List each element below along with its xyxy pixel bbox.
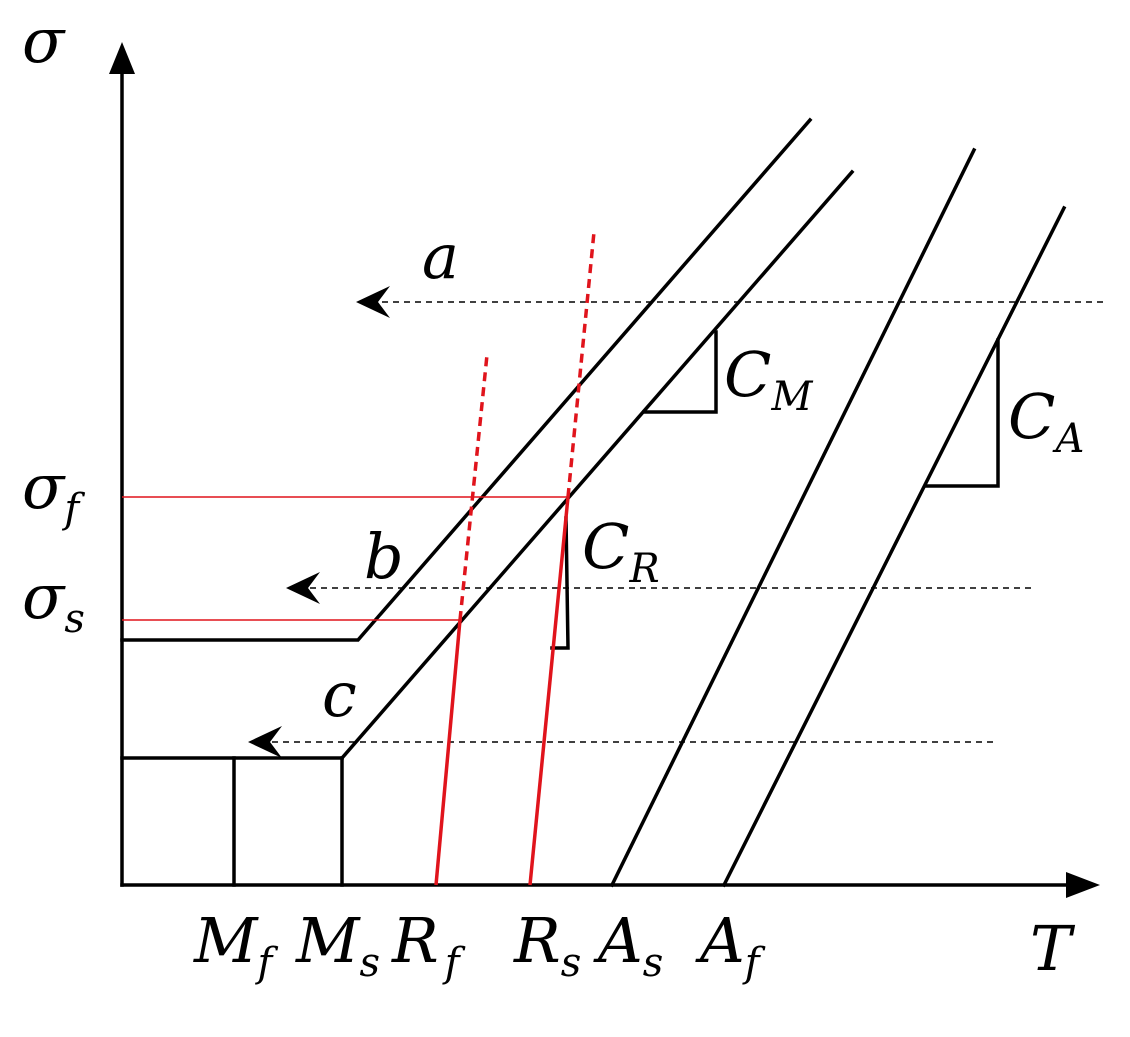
af-sub: f bbox=[742, 940, 766, 986]
cm-main: C bbox=[724, 338, 771, 411]
cr-label: CR bbox=[582, 510, 660, 592]
path-b-label: b bbox=[364, 520, 404, 593]
cr-sub: R bbox=[628, 546, 659, 592]
mf-label: Mf bbox=[193, 904, 278, 986]
upper-martensite-line bbox=[120, 117, 813, 642]
r-phase-lines bbox=[122, 231, 596, 886]
rf-red-line bbox=[434, 619, 462, 886]
ca-slope-triangle bbox=[924, 338, 1000, 488]
path-c-arrowhead bbox=[248, 726, 282, 758]
cm-sub: M bbox=[770, 374, 813, 420]
path-a-arrowhead bbox=[356, 286, 390, 318]
transformation-lines bbox=[120, 117, 1067, 888]
af-label: Af bbox=[695, 904, 766, 986]
y-axis-label: σ bbox=[22, 4, 66, 77]
y-axis-arrowhead bbox=[109, 42, 135, 74]
loading-paths bbox=[248, 286, 1105, 758]
x-axis-arrowhead bbox=[1066, 872, 1100, 898]
as-label: As bbox=[593, 904, 663, 986]
sigma-f-label: σf bbox=[22, 450, 85, 532]
rs-red-dashed-extension bbox=[566, 231, 596, 498]
sigma-f-sub: f bbox=[61, 486, 85, 532]
cr-slope-triangle bbox=[550, 516, 570, 650]
path-a-label: a bbox=[422, 220, 459, 293]
ca-main: C bbox=[1008, 380, 1055, 453]
rf-red-dashed-extension bbox=[458, 354, 489, 621]
ca-label: CA bbox=[1008, 380, 1084, 462]
lower-martensite-line bbox=[339, 169, 855, 761]
slope-triangles bbox=[550, 330, 1000, 650]
mf-main: M bbox=[193, 904, 259, 977]
austenite-finish-line bbox=[721, 205, 1067, 888]
sigma-s-label: σs bbox=[22, 560, 85, 642]
rf-main: R bbox=[391, 904, 439, 977]
ms-main: M bbox=[295, 904, 361, 977]
path-c-label: c bbox=[322, 658, 357, 731]
rs-sub: s bbox=[561, 940, 582, 986]
rf-sub: f bbox=[442, 940, 466, 986]
ms-sub: s bbox=[359, 940, 380, 986]
rs-main: R bbox=[513, 904, 561, 977]
x-axis-label: T bbox=[1030, 912, 1076, 985]
path-b-arrowhead bbox=[286, 572, 320, 604]
cm-slope-triangle bbox=[642, 330, 718, 414]
martensite-boxes bbox=[120, 756, 344, 887]
rs-label: Rs bbox=[513, 904, 581, 986]
sigma-s-sub: s bbox=[64, 596, 85, 642]
cr-main: C bbox=[582, 510, 629, 583]
sigma-s-main: σ bbox=[22, 560, 66, 633]
af-main: A bbox=[695, 904, 745, 977]
as-sub: s bbox=[643, 940, 664, 986]
ms-label: Ms bbox=[295, 904, 380, 986]
axes bbox=[109, 42, 1100, 898]
sigma-f-main: σ bbox=[22, 450, 66, 523]
austenite-start-line bbox=[609, 147, 977, 888]
as-main: A bbox=[593, 904, 643, 977]
cm-label: CM bbox=[724, 338, 813, 420]
ca-sub: A bbox=[1051, 416, 1084, 462]
mf-sub: f bbox=[254, 940, 278, 986]
rs-red-line bbox=[528, 496, 570, 886]
